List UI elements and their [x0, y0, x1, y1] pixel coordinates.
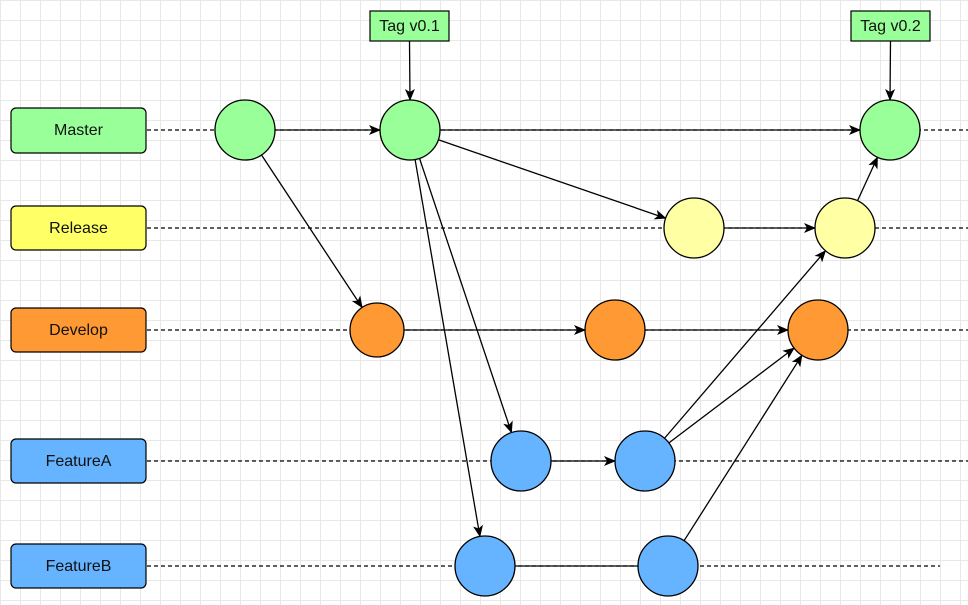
edge-fa2-to-r2: [664, 250, 827, 439]
branch-text-featureA: FeatureA: [46, 453, 112, 470]
edge-m2-to-r1: [438, 139, 667, 220]
edge-m2-to-fa1: [418, 158, 513, 434]
edge-fa2-to-d3: [668, 347, 795, 444]
branch-box-master: [10, 107, 147, 154]
commit-edges: [260, 40, 896, 567]
commit-node-fa2[interactable]: [614, 430, 676, 492]
tag-v0-2[interactable]: Tag v0.2: [850, 10, 931, 42]
commit-node-r1[interactable]: [663, 197, 725, 259]
edge-m2-to-fb1: [414, 159, 483, 538]
tag-box-v0-2: [850, 10, 931, 42]
branch-label-featureB[interactable]: FeatureB: [10, 543, 147, 589]
branch-label-featureA[interactable]: FeatureA: [10, 438, 147, 484]
tag-arrow-2: [885, 40, 896, 101]
commit-node-fb1[interactable]: [454, 535, 516, 597]
branch-text-release: Release: [49, 220, 108, 237]
branch-box-featureB: [10, 543, 147, 589]
tag-box-v0-1: [369, 10, 450, 42]
commit-node-d3[interactable]: [787, 299, 849, 361]
commit-nodes: [214, 99, 921, 597]
tag-text-v0-2: Tag v0.2: [860, 18, 921, 35]
branch-label-master[interactable]: Master: [10, 107, 147, 154]
branch-text-featureB: FeatureB: [46, 558, 112, 575]
branch-label-develop[interactable]: Develop: [10, 307, 147, 353]
tag-text-v0-1: Tag v0.1: [379, 18, 440, 35]
commit-node-m3[interactable]: [859, 99, 921, 161]
branch-box-release: [10, 205, 147, 251]
edge-m1-to-d1: [260, 154, 363, 309]
branch-text-master: Master: [54, 122, 104, 139]
branch-box-develop: [10, 307, 147, 353]
branch-label-release[interactable]: Release: [10, 205, 147, 251]
commit-node-r2[interactable]: [814, 197, 876, 259]
branch-box-featureA: [10, 438, 147, 484]
commit-node-fa1[interactable]: [490, 430, 552, 492]
commit-node-fb2[interactable]: [637, 535, 699, 597]
branch-text-develop: Develop: [49, 322, 108, 339]
edge-r2-to-m3: [856, 156, 879, 202]
lane-lines: [147, 129, 968, 567]
edge-fb2-to-d3: [683, 354, 803, 542]
commit-node-m2[interactable]: [379, 99, 441, 161]
tag-arrow-1: [404, 40, 415, 101]
commit-node-m1[interactable]: [214, 99, 276, 161]
commit-node-d2[interactable]: [584, 299, 646, 361]
commit-node-d1[interactable]: [349, 302, 405, 358]
tag-v0-1[interactable]: Tag v0.1: [369, 10, 450, 42]
